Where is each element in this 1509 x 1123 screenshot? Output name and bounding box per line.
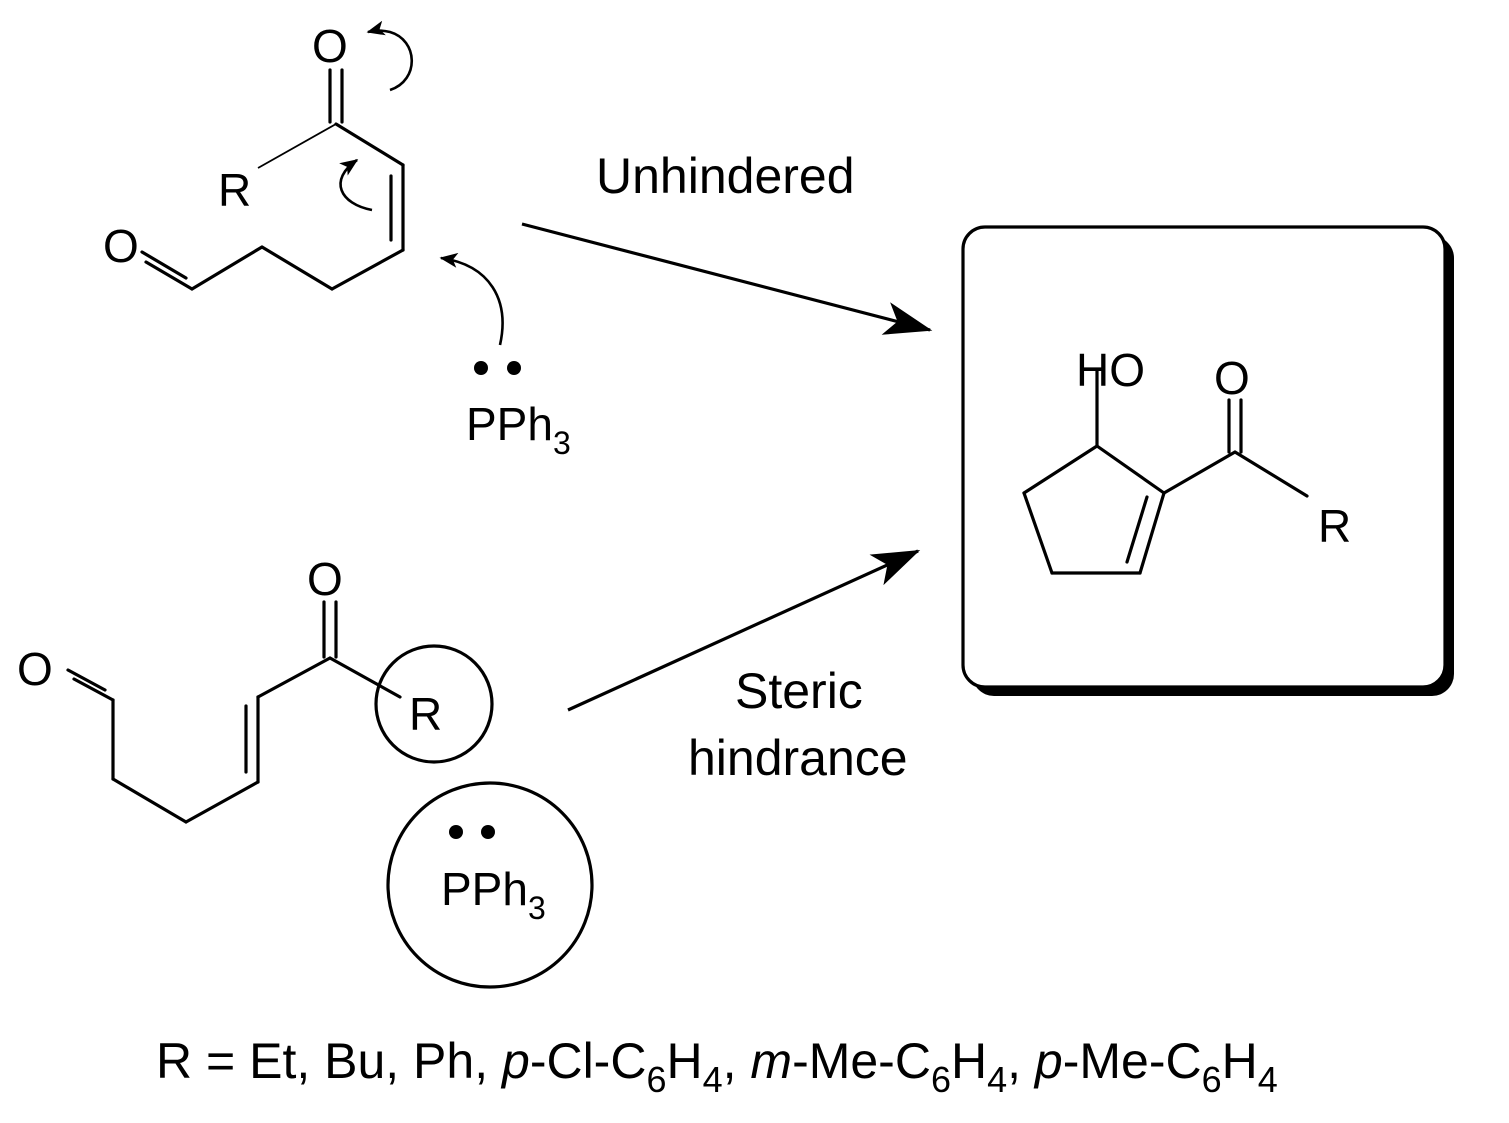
bottom-phosphine: PPh3 bbox=[386, 781, 594, 989]
lone-pair-dot bbox=[507, 361, 521, 375]
product-r-group: R bbox=[1318, 500, 1351, 552]
lone-pair-dot bbox=[449, 825, 463, 839]
product-ketone-oxygen: O bbox=[1214, 352, 1250, 404]
lone-pair-dot bbox=[474, 361, 488, 375]
bottom-phosphine-label: PPh3 bbox=[441, 863, 546, 926]
curly-arrow-phosphine-attack bbox=[439, 252, 504, 346]
bottom-substrate: O R O bbox=[17, 553, 494, 824]
reaction-arrow-hindered bbox=[567, 549, 921, 712]
lone-pair-dot bbox=[481, 825, 495, 839]
top-phosphine: PPh3 bbox=[466, 361, 571, 461]
top-ketone-oxygen: O bbox=[312, 20, 348, 72]
product-molecule: HO O R bbox=[1022, 344, 1351, 575]
pathway-label-unhindered: Unhindered bbox=[596, 148, 855, 204]
bottom-aldehyde-oxygen: O bbox=[17, 643, 53, 695]
bottom-r-group: R bbox=[409, 688, 442, 740]
reaction-arrow-unhindered bbox=[521, 222, 933, 335]
electron-flow-arrows bbox=[339, 20, 504, 346]
top-phosphine-label: PPh3 bbox=[466, 398, 571, 461]
phosphine-steric-circle bbox=[386, 781, 594, 989]
pathway-label-hindrance: hindrance bbox=[688, 730, 908, 786]
product-box-frame bbox=[961, 225, 1447, 689]
top-substrate: O R O bbox=[103, 20, 405, 291]
product-box bbox=[961, 225, 1454, 696]
top-r-group: R bbox=[218, 164, 251, 216]
bottom-ketone-oxygen: O bbox=[307, 553, 343, 605]
product-hydroxyl: HO bbox=[1076, 344, 1145, 396]
pathway-label-steric: Steric bbox=[735, 663, 863, 719]
curly-arrow-alkene bbox=[339, 158, 373, 212]
top-aldehyde-oxygen: O bbox=[103, 220, 139, 272]
r-group-steric-circle bbox=[374, 644, 494, 764]
substituent-footnote: R = Et, Bu, Ph, p-Cl-C6H4, m-Me-C6H4, p-… bbox=[156, 1033, 1278, 1100]
curly-arrow-carbonyl bbox=[366, 20, 413, 92]
